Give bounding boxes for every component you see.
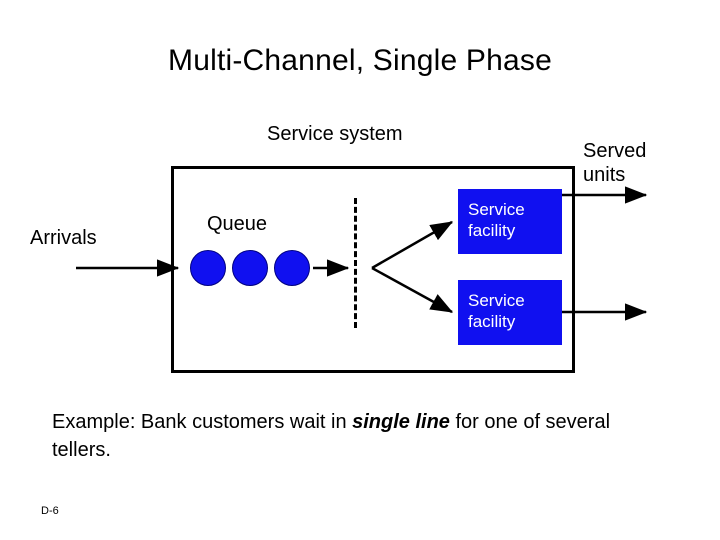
queue-unit-circle: [274, 250, 310, 286]
page-title: Multi-Channel, Single Phase: [168, 44, 552, 77]
service-facility-box-1: Service facility: [458, 189, 562, 254]
queue-unit-circle: [190, 250, 226, 286]
service-system-label: Service system: [267, 123, 403, 145]
queue-unit-circle: [232, 250, 268, 286]
example-emphasis: single line: [352, 411, 450, 433]
slide-number: D-6: [41, 505, 59, 517]
example-suffix: for one of several tellers.: [52, 411, 611, 461]
served-units-label: Served units: [583, 140, 647, 186]
example-prefix: Example: Bank customers wait in: [52, 411, 353, 433]
example-caption: Example: Bank customers wait in single l…: [52, 408, 672, 464]
queue-label: Queue: [207, 213, 268, 235]
arrivals-label: Arrivals: [30, 227, 97, 249]
queue-facility-divider: [354, 198, 357, 328]
service-facility-box-2: Service facility: [458, 280, 562, 345]
